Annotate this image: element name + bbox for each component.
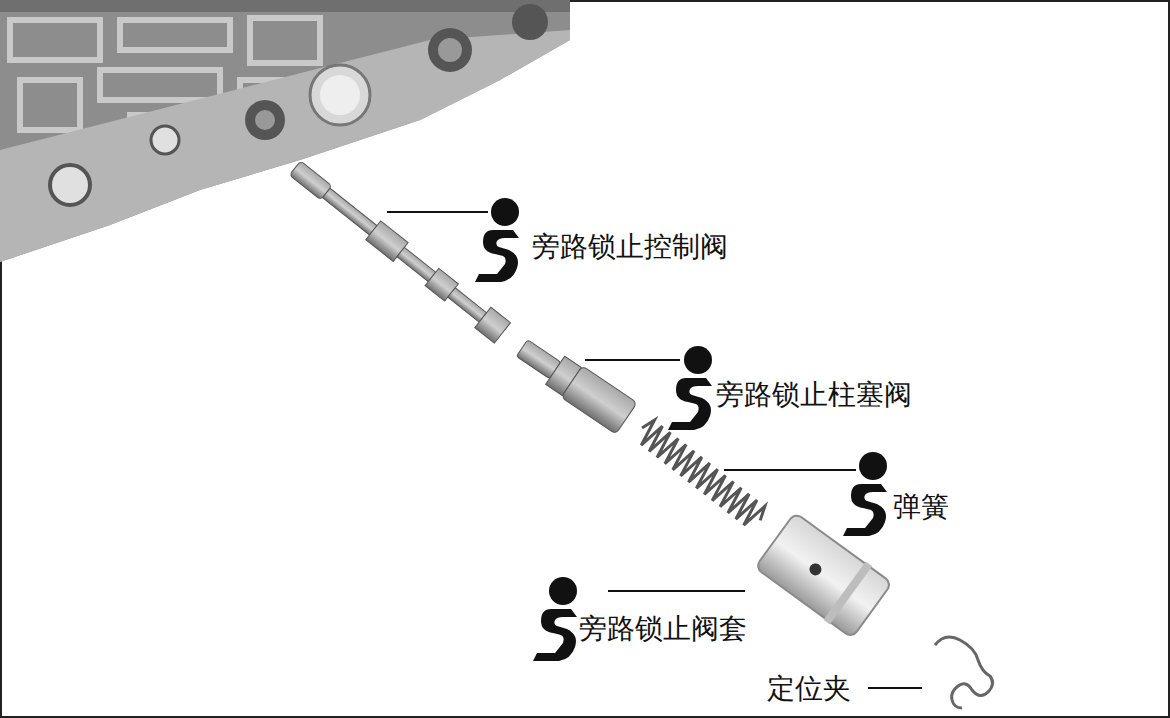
leader-line: [868, 687, 922, 689]
control-valve-part: [287, 158, 511, 343]
logo-symbol: [843, 452, 887, 536]
leader-line: [724, 469, 856, 471]
part-label: 定位夹: [767, 672, 851, 706]
leader-line: [585, 359, 680, 361]
part-label: 旁路锁止柱塞阀: [716, 378, 912, 412]
logo-symbol: [668, 346, 712, 430]
valve-body: [0, 0, 570, 262]
leader-line: [387, 211, 488, 213]
logo-symbol: [533, 577, 577, 661]
leader-line: [608, 590, 745, 592]
spring-part: [633, 417, 768, 531]
part-label: 弹簧: [893, 490, 949, 524]
part-label: 旁路锁止阀套: [579, 612, 747, 646]
part-label: 旁路锁止控制阀: [532, 230, 728, 264]
logo-symbol: [475, 198, 519, 282]
plunger-part: [511, 332, 637, 434]
clip-part: [935, 637, 993, 708]
